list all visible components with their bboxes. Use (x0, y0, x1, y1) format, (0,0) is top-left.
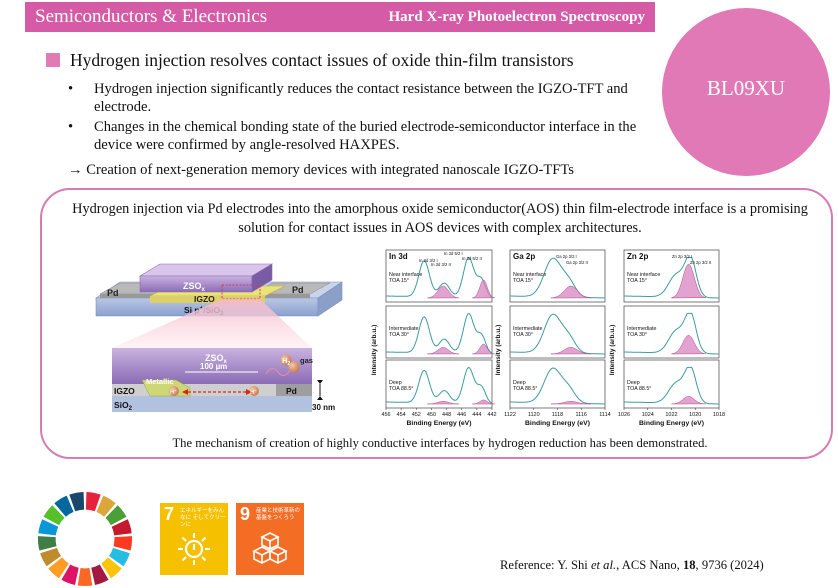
figure-panel (40, 188, 833, 459)
sdg-number: 7 (164, 504, 175, 524)
sdg-tile-7: 7 エネルギーをみんなに そしてクリーンに (160, 503, 228, 575)
summary-bullets: Hydrogen injection significantly reduces… (66, 80, 656, 156)
sdg-wheel-segment (108, 547, 130, 567)
header-bar: Semiconductors & Electronics Hard X-ray … (25, 2, 655, 32)
headline-square-icon (46, 53, 60, 67)
reference-etal: et al. (590, 558, 617, 572)
sdg-wheel-segment (85, 491, 101, 512)
header-category: Semiconductors & Electronics (35, 6, 268, 27)
sdg-wheel-segment (96, 495, 116, 517)
sdg-wheel-segment (101, 557, 122, 579)
sdg-caption: 産業と技術革新の 基盤をつくろう (256, 508, 301, 521)
cubes-icon (252, 532, 288, 564)
sdg-wheel-icon (37, 491, 133, 587)
sdg-caption: エネルギーをみんなに そしてクリーンに (180, 508, 226, 528)
sdg-wheel-segment (113, 536, 133, 551)
sdg-wheel-segment (91, 564, 109, 585)
sdg-wheel-segment (43, 505, 65, 526)
sdg-wheel-segment (40, 547, 62, 567)
sdg-wheel-segment (48, 557, 69, 579)
conclusion: → Creation of next-generation memory dev… (68, 162, 574, 178)
beamline-label: BL09XU (706, 76, 786, 100)
sdg-wheel-segment (38, 519, 59, 536)
sun-power-icon (178, 533, 210, 565)
header-technique: Hard X-ray Photoelectron Spectroscopy (388, 9, 646, 25)
sdg-wheel-segment (61, 564, 79, 585)
headline-text: Hydrogen injection resolves contact issu… (70, 50, 574, 70)
sdg-tile-9: 9 産業と技術革新の 基盤をつくろう (236, 503, 304, 575)
beamline-badge: BL09XU (662, 8, 830, 176)
sdg-wheel-segment (77, 568, 93, 587)
sdg-number: 9 (240, 504, 251, 524)
panel-caption: The mechanism of creation of highly cond… (172, 436, 708, 450)
bullet-item: Hydrogen injection significantly reduces… (66, 80, 656, 116)
sdg-wheel-segment (37, 536, 57, 551)
sdg-wheel-segment (111, 519, 132, 536)
reference-volume: 18 (682, 558, 696, 572)
panel-intro: Hydrogen injection via Pd electrodes int… (72, 201, 808, 236)
sdg-wheel-segment (69, 491, 85, 512)
bullet-item: Changes in the chemical bonding state of… (66, 118, 656, 154)
sdg-wheel-segment (54, 495, 74, 517)
sdg-wheel-segment (105, 505, 127, 526)
reference: Reference: Y. Shi et al., ACS Nano, 18, … (500, 558, 764, 572)
